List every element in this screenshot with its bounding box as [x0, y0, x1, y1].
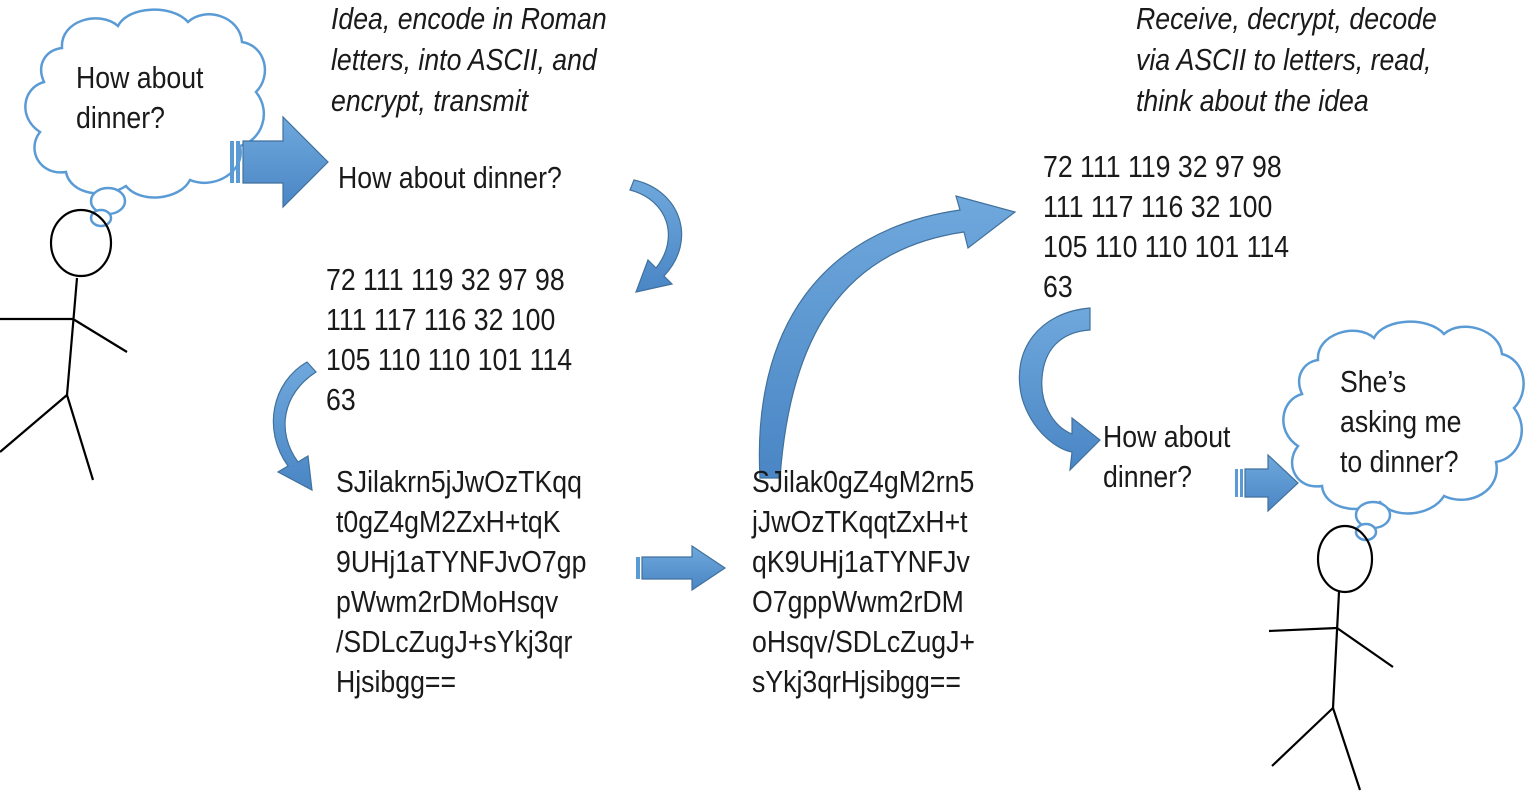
arrow-decrypt-to-ascii — [758, 195, 1017, 479]
sender-thought-text: How about dinner? — [76, 60, 204, 135]
receiver-stick-figure — [1268, 524, 1394, 791]
receiver-ascii-codes: 72 111 119 32 97 98 111 117 116 32 100 1… — [1043, 149, 1290, 304]
sender-ascii-codes: 72 111 119 32 97 98 111 117 116 32 100 1… — [326, 262, 573, 417]
receiver-caption: Receive, decrypt, decode via ASCII to le… — [1136, 1, 1437, 118]
sender-ciphertext: SJilakrn5jJwOzTKqq t0gZ4gM2ZxH+tqK 9UHj1… — [336, 464, 587, 699]
sender-caption: Idea, encode in Roman letters, into ASCI… — [331, 1, 607, 118]
arrow-plaintext-to-thought — [1235, 453, 1299, 513]
arrow-ascii-to-ciphertext — [272, 361, 317, 492]
receiver-plaintext: How about dinner? — [1103, 419, 1231, 494]
sender-stick-figure — [0, 208, 128, 481]
arrow-plaintext-to-ascii — [629, 179, 683, 293]
arrow-ascii-to-plaintext — [1018, 307, 1101, 472]
arrow-idea-to-plaintext — [230, 115, 329, 209]
arrow-transmit-ciphertext — [636, 544, 727, 592]
receiver-thought-cloud — [1282, 320, 1525, 542]
sender-plaintext: How about dinner? — [338, 160, 562, 195]
channel-ciphertext: SJilak0gZ4gM2rn5 jJwOzTKqqtZxH+t qK9UHj1… — [752, 464, 976, 699]
receiver-thought-text: She’s asking me to dinner? — [1340, 364, 1462, 479]
